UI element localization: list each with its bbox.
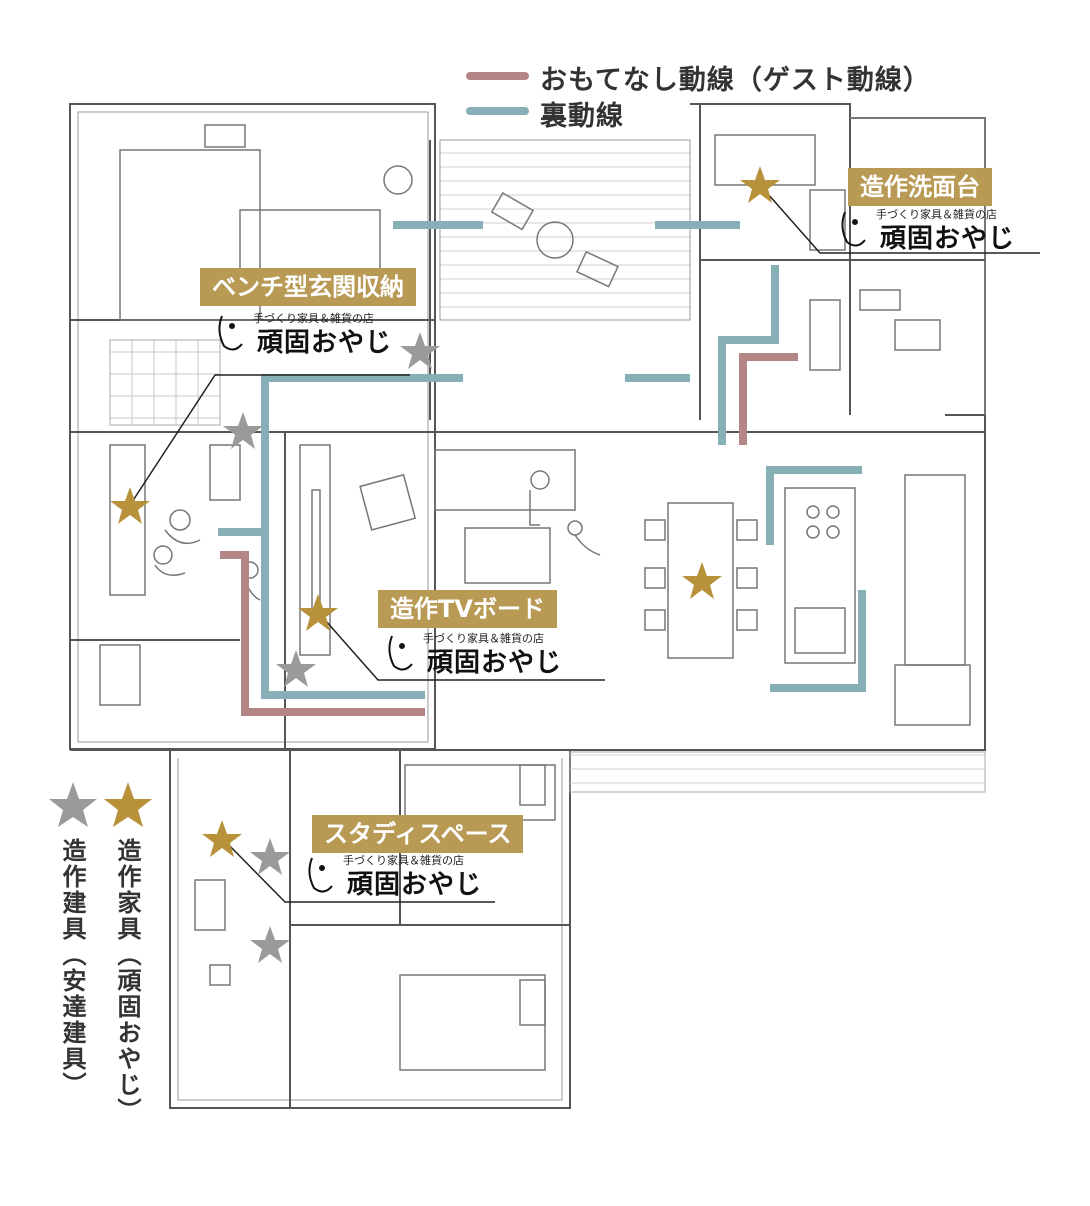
maker-name: 頑固おやじ	[427, 648, 563, 678]
maker-tagline: 手づくり家具＆雑貨の店	[423, 632, 544, 645]
gray-star-icon	[250, 838, 290, 875]
gold-star-icon	[740, 166, 780, 203]
furniture	[99, 124, 971, 1071]
maker-face-icons	[218, 211, 866, 893]
gray-star-icon	[223, 412, 263, 449]
gray-star-icon	[276, 650, 316, 687]
gold-star-icon	[202, 820, 242, 857]
entrance-tile	[109, 339, 221, 426]
bench-storage-label: ベンチ型玄関収納	[200, 268, 416, 306]
maker-tagline: 手づくり家具＆雑貨の店	[343, 854, 464, 867]
gold-star-legend-icon	[104, 782, 152, 827]
gold-star-icon	[682, 562, 722, 599]
washstand-label: 造作洗面台	[848, 168, 992, 206]
gold-star-legend-text: 造作家具（頑固おやじ）	[113, 838, 141, 1124]
stars	[49, 166, 780, 963]
maker-tagline: 手づくり家具＆雑貨の店	[253, 312, 374, 325]
maker-name: 頑固おやじ	[257, 328, 393, 358]
maker-name: 頑固おやじ	[880, 224, 1016, 254]
back-route	[218, 221, 866, 699]
gold-star-icon	[298, 594, 338, 631]
pointer-lines	[129, 184, 1040, 903]
gray-star-legend-text: 造作建具（安達建具）	[58, 838, 86, 1098]
gray-star-icon	[250, 926, 290, 963]
guest-route	[220, 353, 798, 716]
tv-board-label: 造作TVボード	[378, 590, 557, 628]
study-space-label: スタディスペース	[312, 815, 524, 853]
gold-star-icon	[110, 487, 150, 524]
maker-tagline: 手づくり家具＆雑貨の店	[876, 208, 997, 221]
maker-name: 頑固おやじ	[347, 870, 483, 900]
gray-star-icon	[400, 332, 440, 369]
gray-star-legend-icon	[49, 782, 97, 827]
balcony-deck	[569, 751, 986, 793]
deck	[439, 139, 691, 321]
back-route-legend-label: 裏動線	[540, 101, 624, 132]
guest-route-legend-label: おもてなし動線（ゲスト動線）	[540, 65, 931, 96]
